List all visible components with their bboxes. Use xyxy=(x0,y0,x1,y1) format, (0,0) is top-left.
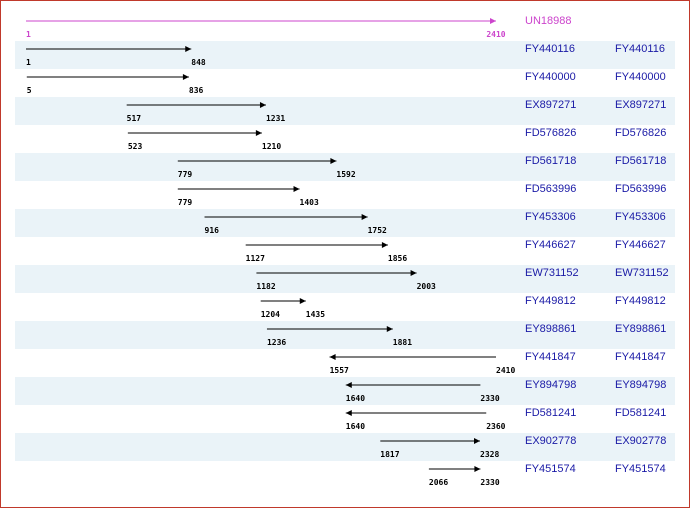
row-2-end-label: 1231 xyxy=(266,114,285,123)
row-15-start-label: 2066 xyxy=(429,478,448,487)
row-13-accession-link[interactable]: FD581241 xyxy=(525,407,577,419)
row-7-arrow-arrowhead xyxy=(381,242,388,248)
row-4-end-label: 1592 xyxy=(336,170,355,179)
row-stripe xyxy=(15,97,675,125)
row-0-accession-link[interactable]: FY440116 xyxy=(525,43,575,55)
row-10-end-label: 1881 xyxy=(393,338,412,347)
row-14-accession-link-2[interactable]: EX902778 xyxy=(615,435,667,447)
row-6-start-label: 916 xyxy=(205,226,220,235)
reference-start-label: 1 xyxy=(26,30,31,39)
row-stripe xyxy=(15,321,675,349)
row-15-accession-link[interactable]: FY451574 xyxy=(525,463,576,475)
row-5-accession-link-2[interactable]: FD563996 xyxy=(615,183,667,195)
row-5-arrow-arrowhead xyxy=(293,186,300,192)
row-7-end-label: 1856 xyxy=(388,254,407,263)
row-11-start-label: 1557 xyxy=(330,366,349,375)
row-15-accession-link-2[interactable]: FY451574 xyxy=(615,463,666,475)
row-1-arrow-arrowhead xyxy=(182,74,189,80)
row-8-arrow-arrowhead xyxy=(410,270,417,276)
row-11-end-label: 2410 xyxy=(496,366,515,375)
row-6-accession-link-2[interactable]: FY453306 xyxy=(615,211,666,223)
row-15-end-label: 2330 xyxy=(480,478,499,487)
row-5-start-label: 779 xyxy=(178,198,193,207)
row-stripe xyxy=(15,153,675,181)
row-5-end-label: 1403 xyxy=(300,198,319,207)
row-13-end-label: 2360 xyxy=(486,422,505,431)
row-6-arrow-arrowhead xyxy=(361,214,368,220)
row-8-end-label: 2003 xyxy=(417,282,436,291)
row-4-accession-link[interactable]: FD561718 xyxy=(525,155,577,167)
row-2-accession-link[interactable]: EX897271 xyxy=(525,99,577,111)
row-7-accession-link-2[interactable]: FY446627 xyxy=(615,239,666,251)
row-12-end-label: 2330 xyxy=(480,394,499,403)
row-12-accession-link[interactable]: EY894798 xyxy=(525,379,577,391)
row-10-accession-link[interactable]: EY898861 xyxy=(525,323,577,335)
row-3-start-label: 523 xyxy=(128,142,143,151)
row-2-accession-link-2[interactable]: EX897271 xyxy=(615,99,667,111)
row-1-accession-link-2[interactable]: FY440000 xyxy=(615,71,666,83)
row-8-accession-link-2[interactable]: EW731152 xyxy=(615,267,669,279)
row-4-arrow-arrowhead xyxy=(330,158,337,164)
row-3-accession-link[interactable]: FD576826 xyxy=(525,127,577,139)
row-7-accession-link[interactable]: FY446627 xyxy=(525,239,576,251)
row-6-accession-link[interactable]: FY453306 xyxy=(525,211,576,223)
row-2-arrow-arrowhead xyxy=(259,102,266,108)
row-13-accession-link-2[interactable]: FD581241 xyxy=(615,407,667,419)
row-3-accession-link-2[interactable]: FD576826 xyxy=(615,127,667,139)
row-15-arrow-arrowhead xyxy=(474,466,481,472)
row-stripe xyxy=(15,209,675,237)
row-2-start-label: 517 xyxy=(127,114,142,123)
row-5-accession-link[interactable]: FD563996 xyxy=(525,183,577,195)
row-14-accession-link[interactable]: EX902778 xyxy=(525,435,577,447)
row-9-end-label: 1435 xyxy=(306,310,325,319)
row-0-start-label: 1 xyxy=(26,58,31,67)
row-stripe xyxy=(15,265,675,293)
row-1-start-label: 5 xyxy=(27,86,32,95)
row-4-accession-link-2[interactable]: FD561718 xyxy=(615,155,667,167)
row-13-arrow-arrowhead xyxy=(345,410,352,416)
row-0-accession-link-2[interactable]: FY440116 xyxy=(615,43,665,55)
row-3-end-label: 1210 xyxy=(262,142,281,151)
reference-accession-label[interactable]: UN18988 xyxy=(525,15,572,27)
row-1-accession-link[interactable]: FY440000 xyxy=(525,71,576,83)
row-stripe xyxy=(15,433,675,461)
row-14-start-label: 1817 xyxy=(380,450,399,459)
row-0-end-label: 848 xyxy=(191,58,206,67)
row-0-arrow-arrowhead xyxy=(185,46,192,52)
row-10-start-label: 1236 xyxy=(267,338,286,347)
row-8-accession-link[interactable]: EW731152 xyxy=(525,267,579,279)
row-1-end-label: 836 xyxy=(189,86,204,95)
row-13-start-label: 1640 xyxy=(346,422,365,431)
row-stripe xyxy=(15,41,675,69)
row-8-start-label: 1182 xyxy=(256,282,275,291)
row-3-arrow-arrowhead xyxy=(255,130,262,136)
row-12-accession-link-2[interactable]: EY894798 xyxy=(615,379,667,391)
reference-end-label: 2410 xyxy=(486,30,505,39)
row-9-accession-link-2[interactable]: FY449812 xyxy=(615,295,666,307)
row-12-start-label: 1640 xyxy=(346,394,365,403)
row-9-start-label: 1204 xyxy=(261,310,280,319)
row-4-start-label: 779 xyxy=(178,170,193,179)
row-9-accession-link[interactable]: FY449812 xyxy=(525,295,576,307)
row-stripe xyxy=(15,377,675,405)
row-14-end-label: 2328 xyxy=(480,450,499,459)
row-11-arrow-arrowhead xyxy=(329,354,336,360)
row-11-accession-link[interactable]: FY441847 xyxy=(525,351,576,363)
row-6-end-label: 1752 xyxy=(368,226,387,235)
reference-arrow-arrowhead xyxy=(490,18,496,24)
row-12-arrow-arrowhead xyxy=(345,382,352,388)
row-14-arrow-arrowhead xyxy=(474,438,481,444)
row-10-arrow-arrowhead xyxy=(386,326,393,332)
row-9-arrow-arrowhead xyxy=(299,298,306,304)
row-11-accession-link-2[interactable]: FY441847 xyxy=(615,351,666,363)
row-7-start-label: 1127 xyxy=(246,254,265,263)
row-10-accession-link-2[interactable]: EY898861 xyxy=(615,323,667,335)
